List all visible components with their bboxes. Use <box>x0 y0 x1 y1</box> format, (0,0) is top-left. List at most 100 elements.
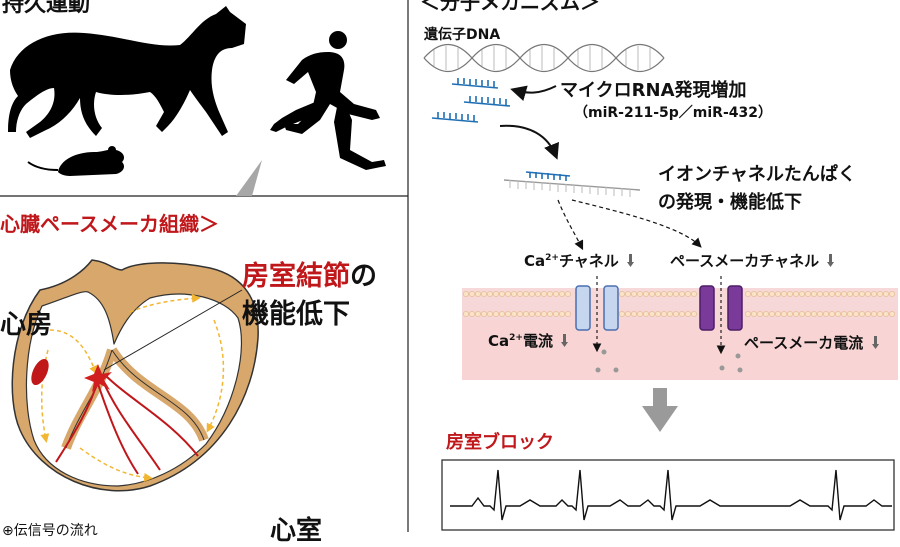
ca-current-suffix: 電流 <box>522 332 553 350</box>
arrow-to-mrna <box>499 124 559 160</box>
dna-helix-icon <box>423 44 665 72</box>
lipid-head <box>871 311 877 317</box>
pacemaker-channel-icon <box>699 285 743 331</box>
lipid-head <box>541 311 547 317</box>
lipid-head <box>847 311 853 317</box>
signal-flow-caption: ⊕伝信号の流れ <box>2 523 98 539</box>
callout-wedge <box>236 160 262 196</box>
cell-membrane-icon <box>462 288 898 380</box>
ecg-panel <box>441 459 895 531</box>
ca-channel-suffix: チャネル <box>558 252 619 270</box>
lipid-head <box>691 291 697 297</box>
lipid-head <box>751 311 757 317</box>
atrium-label: 心房 <box>0 310 53 340</box>
pacemaker-current-text: ペースメーカ電流 <box>744 334 864 352</box>
lipid-head <box>817 291 823 297</box>
lipid-head <box>889 291 895 297</box>
dna-label: 遺伝子DNA <box>424 27 501 43</box>
pacemaker-channel-text: ペースメーカチャネル <box>670 252 820 270</box>
lipid-head <box>667 311 673 317</box>
dysfunction-label: 機能低下 <box>242 299 350 330</box>
mirna-fragments-icon <box>431 78 511 123</box>
ca-current-sup: 2+ <box>509 333 523 343</box>
lipid-head <box>631 311 637 317</box>
lipid-head <box>817 311 823 317</box>
lipid-head <box>655 291 661 297</box>
lipid-head <box>799 291 805 297</box>
lipid-head <box>481 311 487 317</box>
lipid-head <box>553 311 559 317</box>
lipid-head <box>799 311 805 317</box>
lipid-head <box>781 311 787 317</box>
lipid-head <box>769 291 775 297</box>
lipid-head <box>883 291 889 297</box>
lipid-head <box>823 311 829 317</box>
mouse-silhouette-icon <box>27 146 124 176</box>
lipid-head <box>631 291 637 297</box>
ca-channel-label: Ca2+チャネル <box>524 250 635 271</box>
lipid-head <box>637 311 643 317</box>
molecular-mechanism-title: ＜分子メカニズム＞ <box>420 0 600 14</box>
lipid-head <box>745 311 751 317</box>
arrow-to-pacemaker-channel <box>571 199 702 248</box>
lipid-head <box>523 291 529 297</box>
lipid-head <box>655 311 661 317</box>
mirna-names: （miR-211-5p／miR-432） <box>574 105 772 121</box>
ventricle-label: 心室 <box>270 516 323 546</box>
lipid-head <box>781 291 787 297</box>
pacemaker-current-label: ペースメーカ電流 <box>744 332 879 353</box>
lipid-head <box>475 291 481 297</box>
lipid-head <box>559 311 565 317</box>
lipid-head <box>511 311 517 317</box>
ion-dots <box>595 349 743 373</box>
lipid-head <box>559 291 565 297</box>
lipid-head <box>469 311 475 317</box>
lipid-head <box>685 291 691 297</box>
lipid-head <box>499 291 505 297</box>
lipid-head <box>811 291 817 297</box>
lipid-head <box>619 291 625 297</box>
lipid-head <box>763 291 769 297</box>
lipid-head <box>661 291 667 297</box>
lipid-head <box>649 291 655 297</box>
lipid-head <box>757 291 763 297</box>
ca-channel-sup: 2+ <box>545 253 559 263</box>
av-node-label: 房室結節の <box>242 254 377 293</box>
result-arrow-icon <box>642 388 678 432</box>
down-arrow-icon <box>827 254 835 267</box>
lipid-head <box>805 291 811 297</box>
protein-label-line1: イオンチャネルたんぱく <box>658 164 856 185</box>
down-arrow-icon <box>627 254 635 267</box>
lipid-head <box>649 311 655 317</box>
lipid-head <box>493 291 499 297</box>
horse-silhouette-icon <box>8 6 246 138</box>
lipid-head <box>763 311 769 317</box>
ca-current-label: Ca2+電流 <box>488 330 569 351</box>
lipid-head <box>487 291 493 297</box>
lipid-head <box>859 291 865 297</box>
arrow-mirna-up <box>510 85 557 101</box>
lipid-head <box>493 311 499 317</box>
lipid-head <box>547 291 553 297</box>
lipid-head <box>547 311 553 317</box>
ca-channel-icon <box>575 285 619 331</box>
lipid-head <box>751 291 757 297</box>
lipid-head <box>841 311 847 317</box>
lipid-head <box>829 311 835 317</box>
down-arrow-icon <box>871 336 879 349</box>
runner-silhouette-icon <box>270 31 386 170</box>
lipid-head <box>625 311 631 317</box>
lipid-head <box>487 311 493 317</box>
figure-artwork <box>0 0 898 532</box>
lipid-head <box>775 291 781 297</box>
lipid-head <box>775 311 781 317</box>
arrow-to-ca-channel <box>557 199 584 251</box>
lipid-head <box>541 291 547 297</box>
ca-channel-prefix: Ca <box>524 252 546 270</box>
lipid-head <box>745 291 751 297</box>
mrna-complex-icon <box>503 171 641 197</box>
lipid-head <box>517 291 523 297</box>
lipid-head <box>841 291 847 297</box>
lipid-head <box>505 311 511 317</box>
